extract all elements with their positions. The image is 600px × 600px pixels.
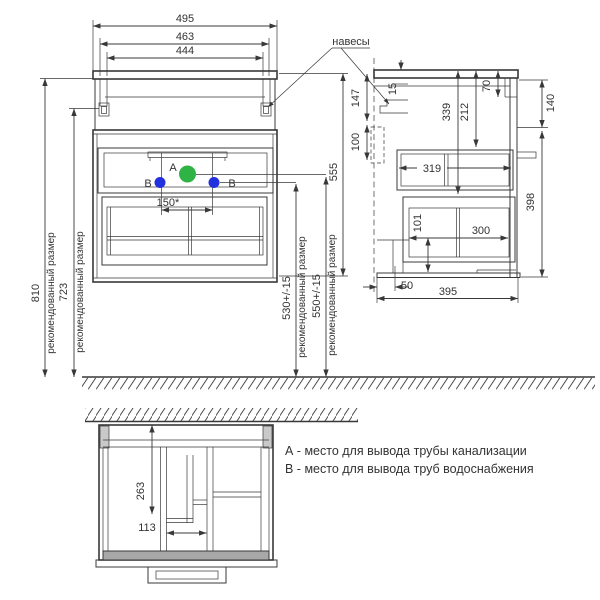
point-b-water-right-circle: [208, 177, 220, 188]
legend-line-a: А - место для вывода трубы канализации: [285, 444, 527, 458]
dim-150-label: 150*: [157, 197, 180, 209]
dim-70-label: 70: [481, 80, 493, 92]
bottom-view: 263 113: [85, 408, 358, 584]
dim-339-label: 339: [441, 103, 453, 121]
side-handle: [516, 151, 537, 159]
hanger-bracket-side: [379, 99, 408, 114]
dim-723-note: рекомендованный размер: [75, 231, 86, 353]
dim-113-label: 113: [138, 522, 156, 534]
point-a-drain-circle: [179, 165, 196, 183]
hangers-label: навесы: [332, 36, 370, 48]
drawer-handle: [147, 151, 228, 158]
dim-147-label: 147: [350, 89, 362, 107]
dim-398-label: 398: [525, 193, 537, 211]
front-view: A B B 495 463 444 150* 810 рекомендованн…: [30, 13, 348, 377]
dim-530-note: рекомендованный размер: [297, 236, 308, 358]
dim-212-label: 212: [459, 103, 471, 121]
dim-395-label: 395: [439, 286, 457, 298]
point-b-left-label: B: [144, 178, 151, 190]
legend-line-b: В - место для вывода труб водоснабжения: [285, 462, 534, 476]
point-a-label: A: [169, 162, 177, 174]
dim-530-label: 530+/-15: [281, 276, 293, 320]
dim-140-label: 140: [545, 94, 557, 112]
dim-495-label: 495: [176, 13, 194, 25]
dim-555-label: 555: [328, 163, 340, 181]
floor-line: [82, 376, 595, 390]
dim-550-label: 550+/-15: [311, 274, 323, 318]
dim-463-label: 463: [176, 31, 194, 43]
dim-550-note: рекомендованный размер: [327, 234, 338, 356]
hangers-callout: навесы: [267, 36, 390, 108]
dim-15-label: 15: [387, 83, 399, 95]
dim-263-label: 263: [135, 482, 147, 500]
dim-100-label: 100: [350, 133, 362, 151]
dim-50-label: 50: [401, 280, 413, 292]
dim-300-label: 300: [472, 225, 490, 237]
point-b-water-left-circle: [154, 177, 166, 188]
dim-810-label: 810: [30, 284, 42, 302]
mount-plate-dashed: [370, 126, 385, 164]
bottom-view-handle: [147, 566, 227, 584]
point-b-right-label: B: [228, 178, 235, 190]
dim-723-label: 723: [58, 283, 70, 301]
legend: А - место для вывода трубы канализации В…: [285, 444, 534, 476]
dim-319-label: 319: [423, 163, 441, 175]
side-view: 15 147 100 339 212 70 140 398 319 300 10…: [350, 58, 557, 303]
dim-444-label: 444: [176, 45, 194, 57]
dim-101-label: 101: [412, 214, 424, 232]
dim-810-note: рекомендованный размер: [46, 232, 57, 354]
